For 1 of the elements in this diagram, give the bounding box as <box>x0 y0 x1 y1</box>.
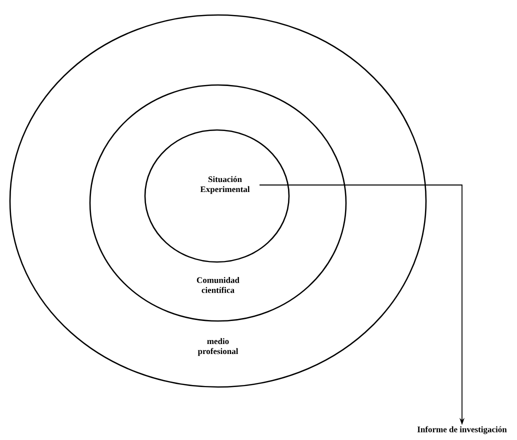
result-label: Informe de investigación <box>417 426 507 434</box>
